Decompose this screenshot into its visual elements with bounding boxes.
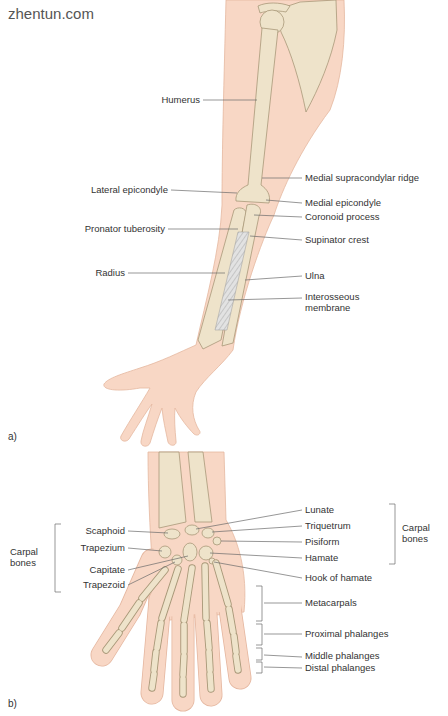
part-label: Coronoid process [305, 212, 379, 223]
part-label: Interosseous membrane [305, 292, 383, 314]
leader-lines-b [264, 667, 302, 668]
brackets [256, 648, 262, 660]
leader-lines-a [203, 100, 257, 101]
hand-bone-outline [106, 563, 238, 694]
forearm-skin [148, 452, 245, 622]
pisiform [213, 537, 221, 545]
panel-letter: b) [8, 698, 17, 710]
part-label: Carpal bones [10, 547, 50, 569]
part-label: Middle phalanges [305, 651, 379, 662]
part-label: Pisiform [305, 537, 339, 548]
part-label: Trapezoid [83, 580, 125, 591]
leader-lines-a [262, 178, 302, 179]
scapula [276, 0, 337, 112]
trapezium [159, 546, 171, 558]
lunate [185, 525, 199, 535]
leader-lines-a [250, 236, 302, 240]
hand-bones [106, 563, 238, 694]
leader-lines-b [264, 603, 302, 604]
part-label: Radius [95, 268, 125, 279]
radius-b [159, 452, 186, 528]
triquetrum [202, 528, 214, 538]
part-label: Supinator crest [305, 235, 369, 246]
leader-lines-b [264, 634, 302, 635]
part-label: Trapezium [80, 543, 125, 554]
part-label: Distal phalanges [305, 663, 375, 674]
leader-lines-a [228, 298, 302, 300]
leader-lines-b [214, 562, 302, 578]
brackets [256, 662, 262, 673]
part-label: Humerus [161, 95, 200, 106]
capitate [183, 543, 197, 561]
leader-lines-b [128, 562, 175, 585]
part-label: Lateral epicondyle [91, 185, 168, 196]
part-label: Proximal phalanges [305, 629, 388, 640]
part-label: Ulna [305, 271, 325, 282]
part-label: Hook of hamate [305, 573, 372, 584]
leader-lines-a [128, 273, 225, 274]
leader-lines-a [171, 190, 237, 193]
part-label: Hamate [305, 553, 338, 564]
leader-lines-b [128, 531, 168, 533]
leader-lines-a [128, 100, 302, 300]
leader-lines-a [266, 200, 302, 203]
brackets [55, 524, 61, 592]
hand-bone-fill [106, 563, 238, 694]
watermark: zhentun.com [8, 5, 94, 22]
leader-lines-b [264, 655, 302, 657]
part-label: Metacarpals [305, 598, 357, 609]
leader-lines-b [196, 510, 302, 529]
part-label: Medial supracondylar ridge [305, 173, 419, 184]
part-label: Medial epicondyle [305, 198, 381, 209]
trapezoid [172, 555, 182, 565]
leader-lines-b [221, 541, 302, 542]
leader-lines-b [212, 526, 302, 532]
panel-letter: a) [8, 431, 17, 443]
part-label: Scaphoid [85, 526, 125, 537]
part-label: Carpal bones [402, 523, 442, 545]
leader-lines-b [128, 556, 188, 570]
leader-lines-a [168, 229, 238, 230]
brackets [256, 624, 262, 645]
leader-lines-b [210, 553, 302, 558]
ulna-b [188, 452, 212, 522]
leader-lines-b [128, 548, 162, 551]
brackets [55, 504, 395, 673]
part-label: Triquetrum [305, 521, 351, 532]
part-label: Lunate [305, 505, 334, 516]
humerus [236, 28, 278, 203]
brackets [256, 586, 262, 621]
part-label: Pronator tuberosity [85, 224, 165, 235]
interosseous-membrane [215, 232, 249, 330]
part-label: Capitate [90, 565, 125, 576]
leader-lines-a [245, 276, 302, 280]
hand-figure [102, 452, 245, 700]
scaphoid [164, 529, 180, 539]
leader-lines-b [128, 510, 302, 668]
leader-lines-a [254, 215, 302, 217]
brackets [389, 504, 395, 564]
